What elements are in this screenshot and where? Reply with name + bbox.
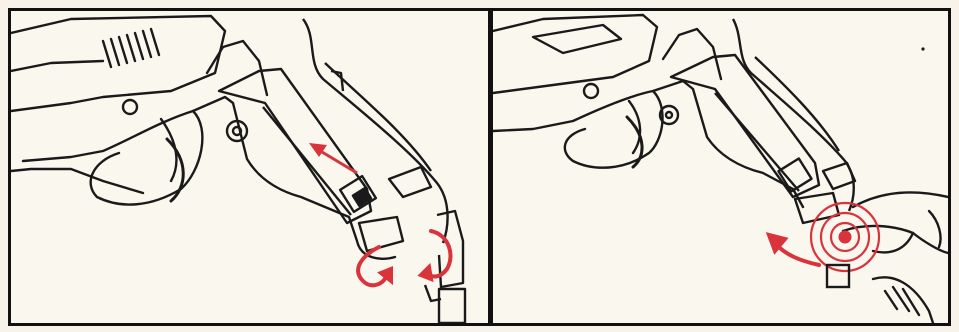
push-arrow-icon [309, 143, 357, 173]
instruction-panel-1 [11, 11, 489, 323]
pistol-frame-illustration [493, 11, 948, 323]
pistol-frame-illustration [11, 11, 489, 323]
red-target-rings-icon [811, 203, 879, 271]
slide-serrations [103, 29, 159, 67]
instruction-strip [8, 8, 951, 326]
instruction-panel-2 [493, 11, 948, 323]
print-speck [921, 47, 924, 50]
magazine-illustration [671, 55, 839, 223]
